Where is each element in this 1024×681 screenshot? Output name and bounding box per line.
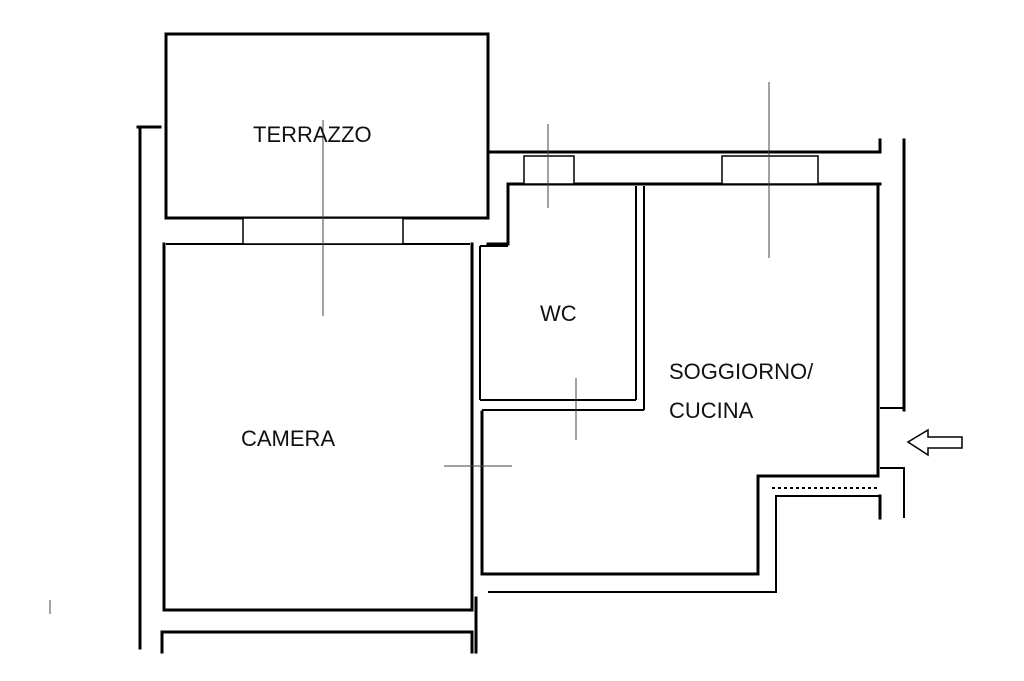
living-room xyxy=(474,182,880,654)
camera-room xyxy=(160,242,474,654)
soggiorno-label: SOGGIORNO/ xyxy=(669,359,814,384)
terrace-window xyxy=(166,217,488,245)
wc-label: WC xyxy=(540,301,577,326)
cucina-label: CUCINA xyxy=(669,398,754,423)
left-exterior-wall xyxy=(138,125,166,650)
wc-room xyxy=(479,186,645,411)
camera-label: CAMERA xyxy=(241,426,335,451)
right-exterior-wall xyxy=(878,138,906,520)
arrow-left-icon xyxy=(906,428,963,457)
terrazzo-label: TERRAZZO xyxy=(253,122,372,147)
top-wall xyxy=(486,138,882,246)
axis-lines xyxy=(49,82,770,614)
